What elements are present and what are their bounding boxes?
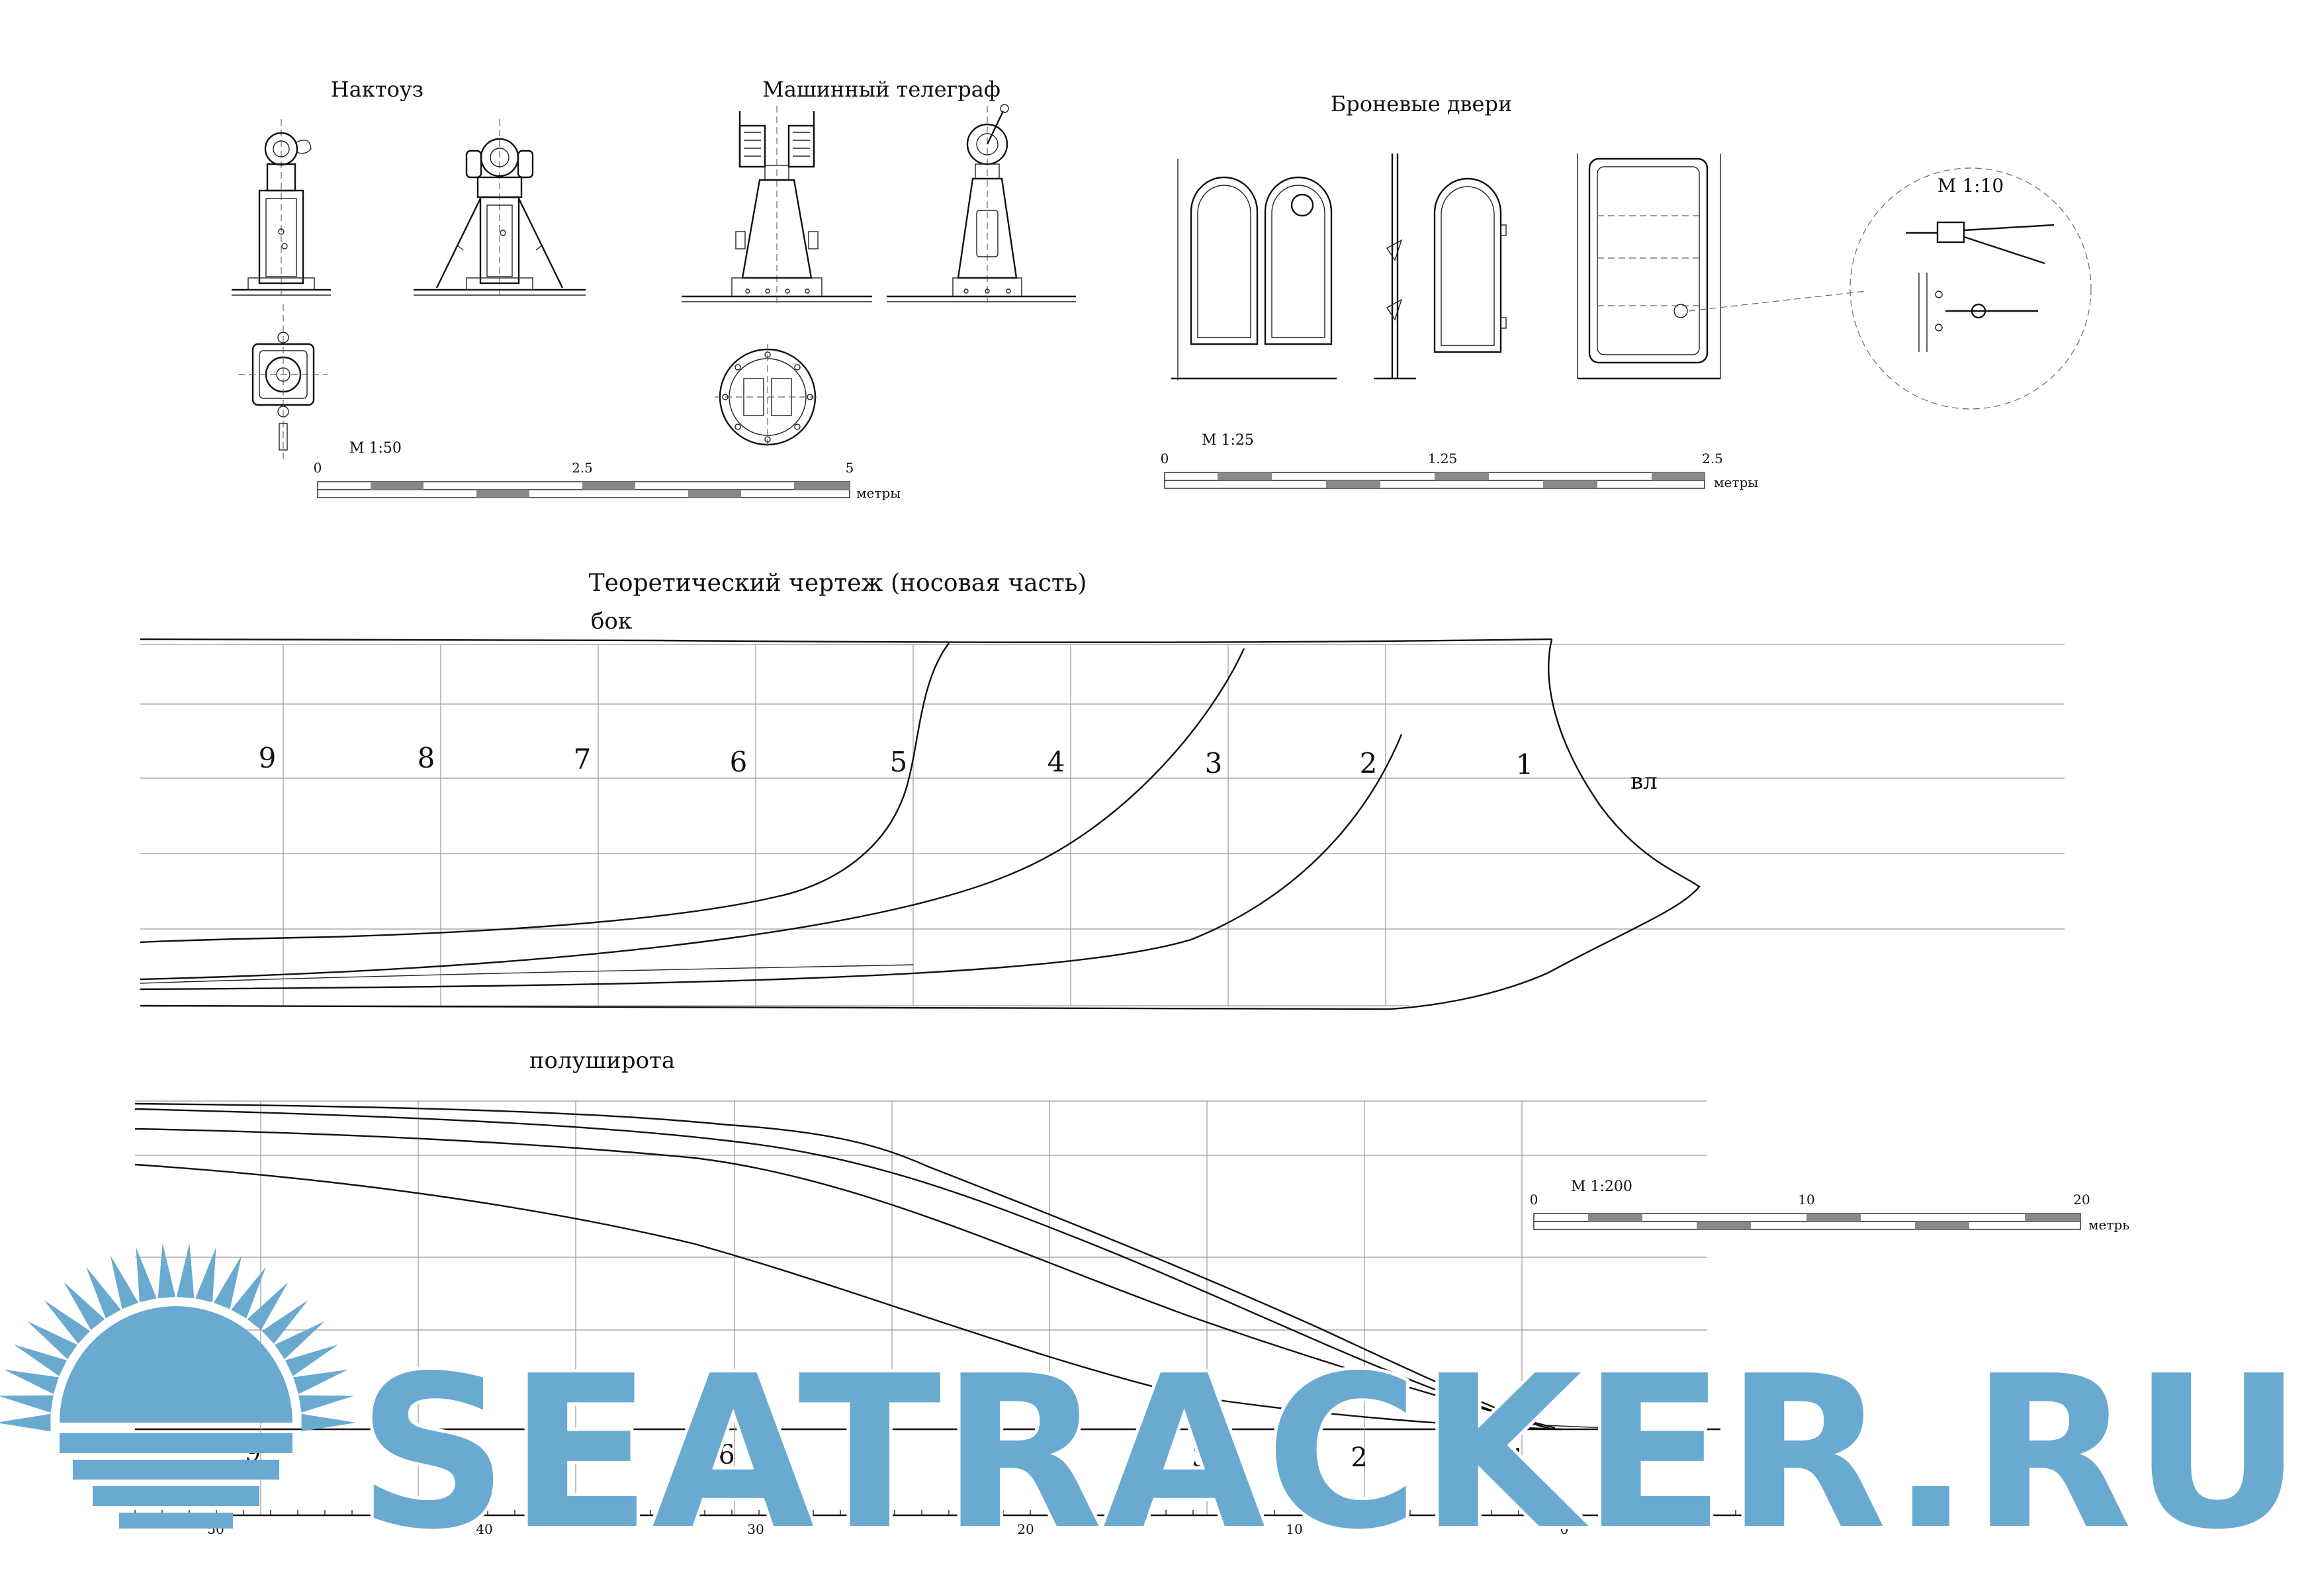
scale-1-50-zero: 0 (314, 460, 322, 476)
profile-station-7: 7 (574, 743, 592, 776)
doors-title: Броневые двери (1331, 91, 1513, 116)
profile-station-labels: 9 8 7 6 5 4 3 2 1 вл (259, 742, 1658, 795)
scale-1-50-mid: 2.5 (572, 460, 593, 476)
armored-door-section (1374, 154, 1416, 380)
telegraph-title: Машинный телеграф (762, 77, 1001, 102)
scale-1-50-label: М 1:50 (349, 440, 402, 457)
door-handle-detail: М 1:10 (1849, 167, 2092, 410)
plan-station-3: 3 (1192, 1442, 1208, 1473)
profile-outline (140, 638, 1701, 1010)
sun-ray (44, 1300, 91, 1344)
sun-ray (275, 1321, 325, 1360)
scale-1-50-end: 5 (846, 460, 854, 476)
telegraph-plan-view (715, 344, 821, 450)
axis-tick-30: 30 (747, 1521, 764, 1537)
plan-station-1: 1 (1509, 1444, 1526, 1474)
scale-1-200-zero: 0 (1530, 1192, 1538, 1208)
plan-station-5: 5 (877, 1441, 893, 1472)
scale-1-25-label: М 1:25 (1202, 432, 1254, 449)
sun-ray (293, 1369, 348, 1394)
half-breadth-waterlines (134, 1102, 1695, 1431)
detail-scale-label: М 1:10 (1937, 175, 2004, 197)
sun-ray (285, 1344, 339, 1376)
binnacle-title: Нактоуз (331, 77, 423, 102)
centerline-label: дп (1747, 1422, 1772, 1445)
armored-door-single-leaf (1433, 177, 1507, 353)
sun-ray (157, 1243, 176, 1298)
waterline-label: вл (1630, 768, 1658, 795)
sun-ray (195, 1247, 216, 1303)
sun-ray (0, 1395, 54, 1413)
scale-bar-1-50: М 1:50 0 2.5 5 метры (314, 440, 901, 501)
scale-1-200-end: 20 (2073, 1192, 2090, 1208)
sun-ray (110, 1255, 139, 1309)
scale-1-25-mid: 1.25 (1428, 451, 1458, 466)
sun-ray (247, 1282, 289, 1331)
armored-door-double-leaf (1171, 159, 1337, 380)
plan-station-2: 2 (1351, 1442, 1367, 1473)
half-breadth-axis: 50 40 30 20 10 0 (134, 1510, 1773, 1537)
sun-logo-icon (0, 1243, 356, 1529)
sun-ray (176, 1243, 195, 1298)
profile-station-5: 5 (890, 746, 908, 778)
telegraph-front-view (682, 106, 872, 304)
scale-1-25-end: 2.5 (1702, 451, 1723, 466)
scale-1-25-zero: 0 (1161, 451, 1169, 466)
plan-station-7: 7 (559, 1440, 576, 1470)
watermark: SEATRACKER.RU (0, 1243, 2306, 1579)
axis-tick-40: 40 (476, 1521, 492, 1537)
sun-ray (231, 1266, 266, 1319)
profile-station-4: 4 (1047, 746, 1065, 778)
profile-station-6: 6 (730, 746, 748, 778)
scale-1-50-unit: метры (856, 485, 901, 501)
watermark-text: SEATRACKER.RU (357, 1331, 2303, 1575)
axis-minor-ticks (134, 1510, 1763, 1515)
half-breadth-title: полуширота (529, 1047, 675, 1074)
axis-tick-20: 20 (1017, 1521, 1034, 1537)
scale-1-25-unit: метры (1714, 474, 1758, 490)
binnacle-side-view (232, 119, 331, 298)
sun-ray (298, 1395, 354, 1413)
half-breadth-grid (135, 1100, 1720, 1515)
sun-ray (301, 1413, 356, 1432)
axis-tick-0: 0 (1560, 1521, 1569, 1537)
profile-grid (140, 644, 2065, 1006)
axis-tick-10: 10 (1286, 1521, 1302, 1537)
profile-station-8: 8 (418, 742, 435, 774)
profile-station-2: 2 (1360, 747, 1378, 779)
telegraph-side-view (887, 104, 1076, 304)
binnacle-plan-view (238, 304, 328, 463)
profile-station-3: 3 (1205, 747, 1223, 779)
lines-plan-title: Теоретический чертеж (носовая часть) (589, 570, 1087, 597)
sun-ray (261, 1300, 308, 1344)
armored-door-rectangular (1577, 154, 1867, 380)
sun-ray (64, 1282, 105, 1331)
scale-1-200-label: М 1:200 (1571, 1178, 1632, 1195)
profile-title: бок (591, 608, 632, 635)
sun-ray (13, 1344, 67, 1376)
scale-bar-1-25: М 1:25 0 1.25 2.5 метры (1161, 432, 1759, 490)
plan-station-6: 6 (718, 1440, 735, 1470)
sun-ray (4, 1369, 59, 1394)
sun-ray (213, 1255, 242, 1309)
sun-ray (27, 1321, 77, 1360)
plan-station-4: 4 (1036, 1441, 1052, 1472)
plan-station-8: 8 (402, 1439, 418, 1469)
profile-station-9: 9 (259, 742, 277, 774)
scale-bar-1-200: М 1:200 0 10 20 метрь (1530, 1178, 2130, 1233)
binnacle-front-view (414, 119, 586, 298)
scale-1-200-mid: 10 (1798, 1192, 1814, 1208)
profile-station-1: 1 (1516, 748, 1534, 781)
sun-ray (86, 1266, 121, 1319)
scale-1-200-unit: метрь (2088, 1217, 2129, 1233)
sun-ray (0, 1413, 51, 1432)
sun-ray (136, 1247, 157, 1303)
